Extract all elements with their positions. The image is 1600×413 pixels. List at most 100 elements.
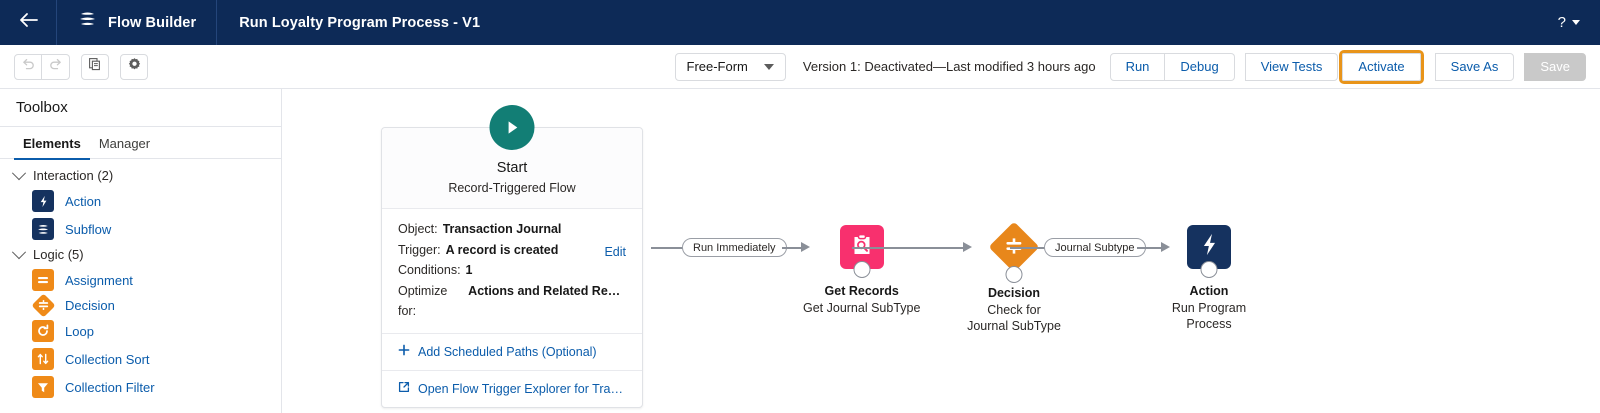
element-label: Collection Sort: [65, 351, 150, 367]
view-tests-button[interactable]: View Tests: [1244, 52, 1339, 81]
node-connector-stub[interactable]: [1200, 261, 1218, 278]
help-menu-button[interactable]: ?: [1558, 14, 1600, 31]
run-button[interactable]: Run: [1109, 52, 1166, 81]
element-label: Decision: [65, 298, 115, 313]
undo-button[interactable]: [14, 53, 42, 80]
group-label: Interaction (2): [33, 168, 114, 183]
plus-icon: [398, 343, 410, 361]
row-value: A record is created: [445, 242, 559, 257]
canvas-mode-value: Free-Form: [686, 59, 748, 74]
assignment-icon: [32, 269, 54, 291]
node-title: Get Records: [824, 284, 899, 298]
element-label: Subflow: [65, 221, 112, 237]
canvas-mode-select[interactable]: Free-Form: [674, 52, 786, 81]
settings-button[interactable]: [120, 53, 148, 80]
connector-line-2: [852, 247, 967, 249]
group-interaction[interactable]: Interaction (2): [0, 164, 281, 187]
row-value: 1: [465, 263, 473, 277]
start-row-trigger: Trigger: A record is created: [398, 240, 626, 261]
collection-filter-icon: [32, 376, 54, 398]
tab-manager[interactable]: Manager: [98, 135, 151, 151]
connector-arrow-2: [963, 242, 972, 252]
redo-icon: [49, 57, 63, 76]
open-trigger-explorer-button[interactable]: Open Flow Trigger Explorer for Transa…: [382, 369, 642, 407]
decision-icon: [30, 293, 56, 318]
flow-builder-logo: [77, 11, 97, 34]
element-loop[interactable]: Loop: [0, 317, 281, 345]
row-key: Conditions:: [398, 263, 461, 277]
action-button-group: Run Debug View Tests Activate Save As Sa…: [1109, 49, 1586, 84]
toolbar-right-group: Free-Form Version 1: Deactivated—Last mo…: [674, 49, 1586, 84]
node-action[interactable]: Action Run Program Process: [1163, 225, 1255, 332]
tab-elements[interactable]: Elements: [14, 127, 90, 160]
arrow-left-icon: [19, 12, 38, 33]
external-link-icon: [398, 380, 410, 398]
node-get-records[interactable]: Get Records Get Journal SubType: [803, 225, 920, 316]
redo-button[interactable]: [42, 53, 70, 80]
flow-title: Run Loyalty Program Process - V1: [239, 14, 481, 31]
start-subtitle: Record-Triggered Flow: [448, 181, 576, 195]
element-collection-sort[interactable]: Collection Sort: [0, 345, 281, 373]
node-connector-stub[interactable]: [853, 261, 871, 278]
chevron-down-icon: [11, 244, 27, 259]
start-title: Start: [496, 160, 528, 176]
group-label: Logic (5): [33, 247, 84, 262]
row-value: Transaction Journal: [442, 222, 562, 236]
app-header: Flow Builder Run Loyalty Program Process…: [0, 0, 1600, 45]
save-as-button[interactable]: Save As: [1434, 52, 1515, 81]
connector-label-run-immediately: Run Immediately: [682, 238, 787, 257]
start-row-conditions: Conditions: 1: [398, 260, 626, 281]
brand-block[interactable]: Flow Builder: [57, 0, 216, 45]
start-edit-link[interactable]: Edit: [604, 245, 626, 259]
loop-icon: [32, 320, 54, 342]
debug-button[interactable]: Debug: [1165, 52, 1235, 81]
add-scheduled-paths-button[interactable]: Add Scheduled Paths (Optional): [382, 332, 642, 370]
copy-button[interactable]: [81, 53, 109, 80]
node-connector-stub[interactable]: [1005, 266, 1023, 283]
element-assignment[interactable]: Assignment: [0, 266, 281, 294]
brand-label: Flow Builder: [108, 14, 197, 31]
element-label: Action: [65, 193, 102, 209]
header-divider-2: [216, 0, 218, 45]
activate-highlight: Activate: [1339, 49, 1424, 84]
header-divider-1: [56, 0, 57, 45]
help-question-icon: ?: [1557, 14, 1566, 31]
toolbox-panel: Toolbox Elements Manager Interaction (2)…: [0, 89, 282, 413]
action-bolt-icon: [1197, 232, 1222, 262]
element-label: Assignment: [65, 272, 133, 288]
back-button[interactable]: [0, 0, 56, 45]
version-status: Version 1: Deactivated—Last modified 3 h…: [802, 59, 1096, 74]
flow-toolbar: Free-Form Version 1: Deactivated—Last mo…: [0, 45, 1600, 89]
collection-sort-icon: [32, 348, 54, 370]
connector-line-1b: [782, 247, 805, 249]
undo-icon: [21, 57, 35, 76]
toolbox-title: Toolbox: [16, 99, 68, 116]
connector-arrow-1: [801, 242, 810, 252]
node-icon-box: [1187, 225, 1231, 278]
open-trigger-explorer-label: Open Flow Trigger Explorer for Transa…: [418, 381, 626, 396]
history-button-group: [14, 53, 148, 80]
row-value: Actions and Related Recor…: [468, 283, 626, 298]
connector-arrow-3: [1161, 242, 1170, 252]
get-records-icon: [849, 232, 875, 263]
activate-button[interactable]: Activate: [1342, 52, 1421, 81]
chevron-down-icon: [11, 165, 27, 180]
connector-label-journal-subtype: Journal Subtype: [1044, 238, 1146, 257]
group-logic[interactable]: Logic (5): [0, 243, 281, 266]
subflow-icon: [32, 218, 54, 240]
node-title: Decision: [987, 286, 1041, 300]
start-row-object: Object: Transaction Journal: [398, 219, 626, 240]
node-decision[interactable]: Decision Check for Journal SubType: [966, 221, 1062, 334]
element-decision[interactable]: Decision: [0, 293, 281, 318]
add-scheduled-paths-label: Add Scheduled Paths (Optional): [418, 344, 597, 359]
toolbox-tabs: Elements Manager: [0, 127, 281, 160]
element-action[interactable]: Action: [0, 187, 281, 215]
start-row-optimize: Optimize for: Actions and Related Recor…: [398, 281, 626, 322]
connector-line-3a: [1010, 247, 1052, 249]
element-subflow[interactable]: Subflow: [0, 215, 281, 243]
flow-canvas[interactable]: Start Record-Triggered Flow Edit Object:…: [282, 89, 1600, 413]
element-collection-filter[interactable]: Collection Filter: [0, 373, 281, 401]
start-element-card[interactable]: Start Record-Triggered Flow Edit Object:…: [381, 105, 643, 408]
play-icon: [489, 105, 535, 150]
